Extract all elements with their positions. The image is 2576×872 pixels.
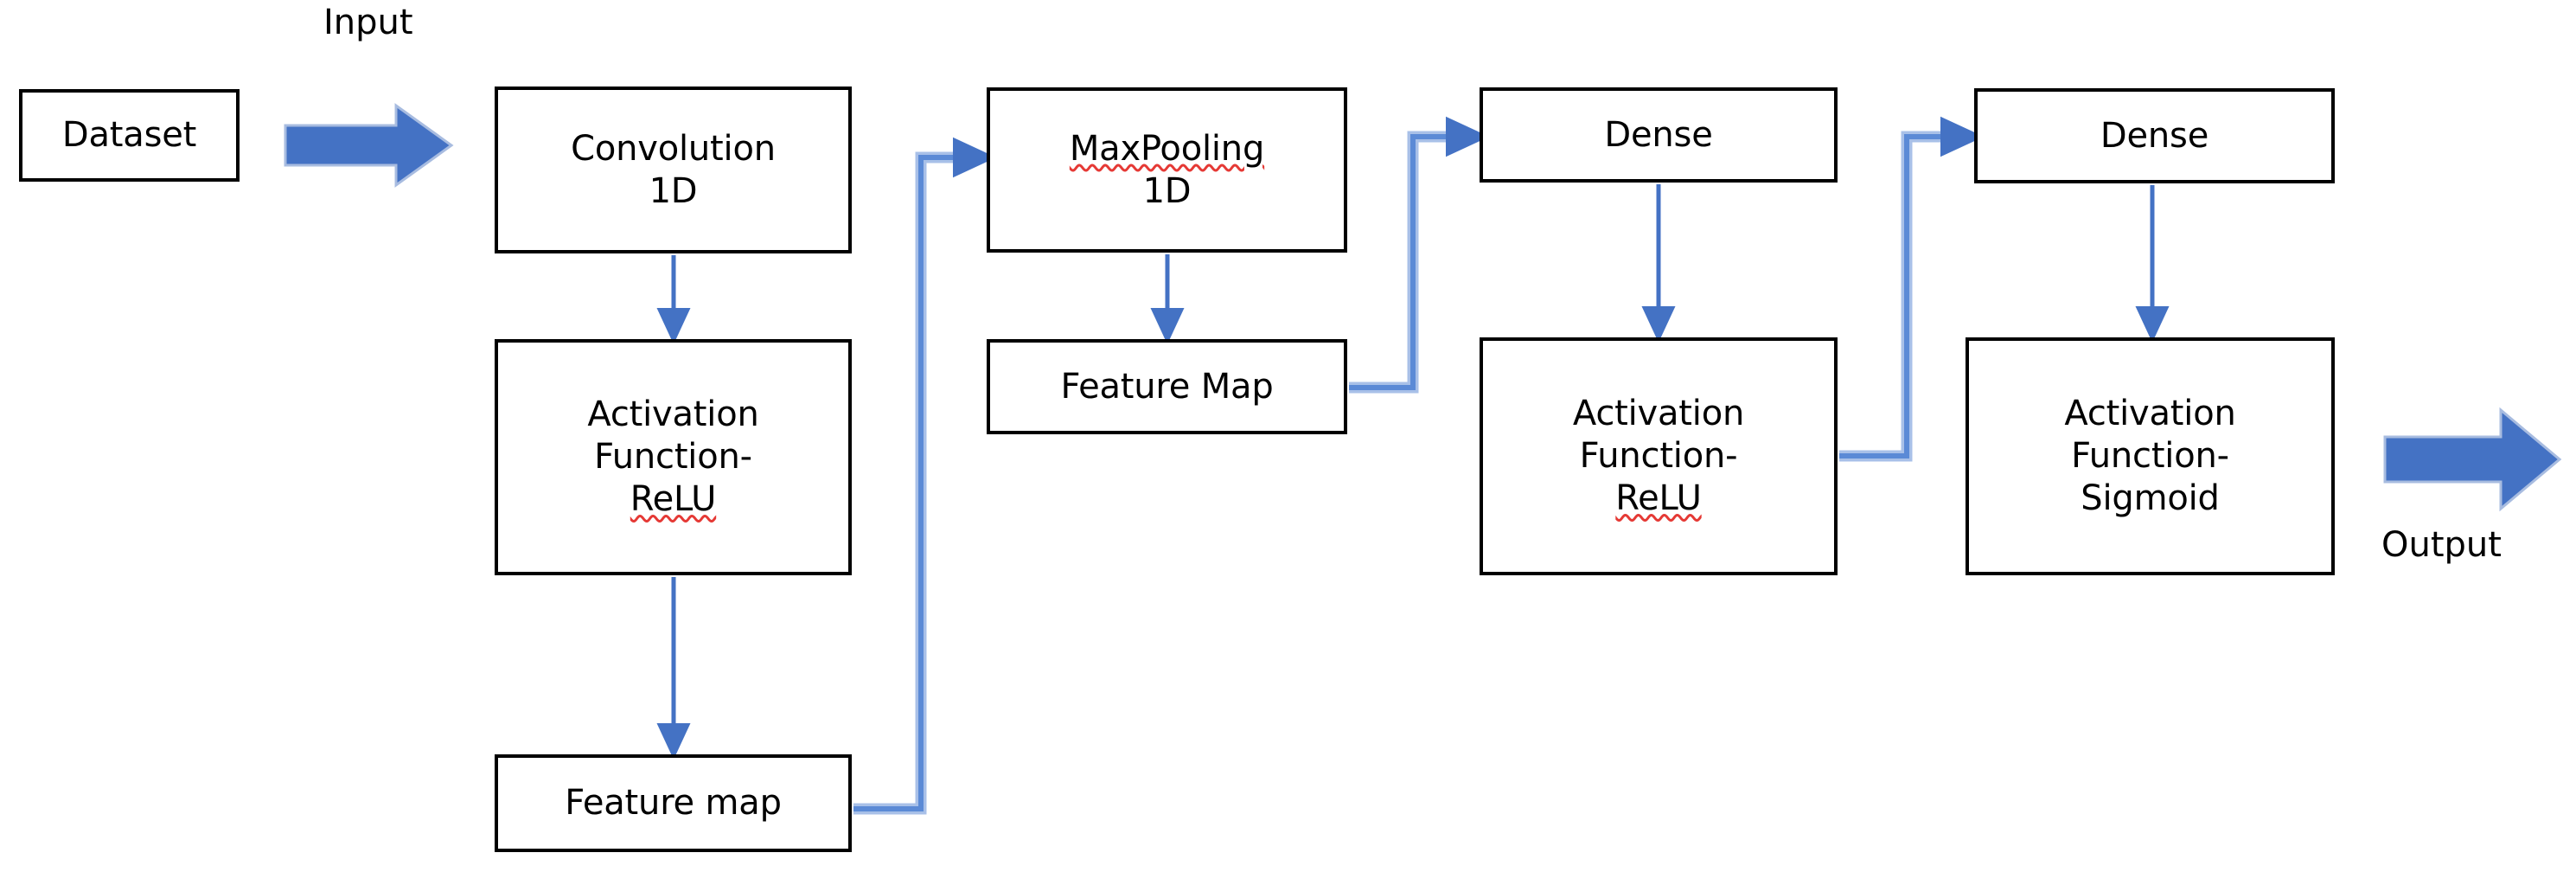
node-dense-1-line-0: Dense — [1604, 114, 1713, 155]
node-activation-function-relu-2-line-0: Activation — [1572, 394, 1745, 434]
input-label: Input — [323, 3, 413, 42]
node-activation-function-sigmoid-line-0: Activation — [2064, 394, 2236, 434]
node-activation-function-sigmoid-line-1: Function- — [2071, 436, 2229, 477]
node-convolution-1d[interactable]: Convolution 1D — [495, 87, 852, 253]
connector-relu2-to-dense2 — [1839, 116, 1985, 462]
connector-featuremap2-to-dense1 — [1349, 116, 1490, 394]
node-maxpooling-1d-line-0: MaxPooling — [1069, 128, 1265, 169]
output-label: Output — [2381, 525, 2502, 565]
node-dataset[interactable]: Dataset — [19, 89, 240, 182]
node-convolution-1d-line-0: Convolution — [571, 128, 776, 169]
node-maxpooling-1d[interactable]: MaxPooling 1D — [987, 87, 1347, 253]
node-activation-function-relu-2-line-2: ReLU — [1615, 478, 1702, 518]
node-feature-map-2-line-0: Feature Map — [1060, 366, 1274, 407]
node-activation-function-relu-2-line-1: Function- — [1579, 436, 1738, 477]
input-block-arrow-icon — [284, 103, 454, 188]
node-activation-function-sigmoid-line-2: Sigmoid — [2081, 478, 2220, 518]
node-feature-map-2[interactable]: Feature Map — [987, 339, 1347, 434]
node-dense-2[interactable]: Dense — [1974, 88, 2335, 183]
node-feature-map-1-line-0: Feature map — [565, 783, 782, 824]
node-dense-1[interactable]: Dense — [1480, 87, 1838, 183]
node-feature-map-1[interactable]: Feature map — [495, 754, 852, 852]
node-maxpooling-1d-line-1: 1D — [1142, 170, 1192, 211]
output-block-arrow-icon — [2383, 407, 2562, 512]
node-convolution-1d-line-1: 1D — [649, 170, 698, 211]
node-activation-function-relu-1-line-0: Activation — [587, 394, 759, 435]
node-activation-function-sigmoid[interactable]: Activation Function- Sigmoid — [1966, 337, 2335, 575]
connector-featuremap1-to-maxpool1d — [853, 137, 997, 815]
node-activation-function-relu-1-line-1: Function- — [594, 437, 752, 478]
node-dataset-line-0: Dataset — [61, 115, 197, 156]
node-activation-function-relu-1[interactable]: Activation Function- ReLU — [495, 339, 852, 575]
node-dense-2-line-0: Dense — [2100, 115, 2209, 156]
node-activation-function-relu-2[interactable]: Activation Function- ReLU — [1480, 337, 1838, 575]
node-activation-function-relu-1-line-2: ReLU — [630, 478, 717, 519]
